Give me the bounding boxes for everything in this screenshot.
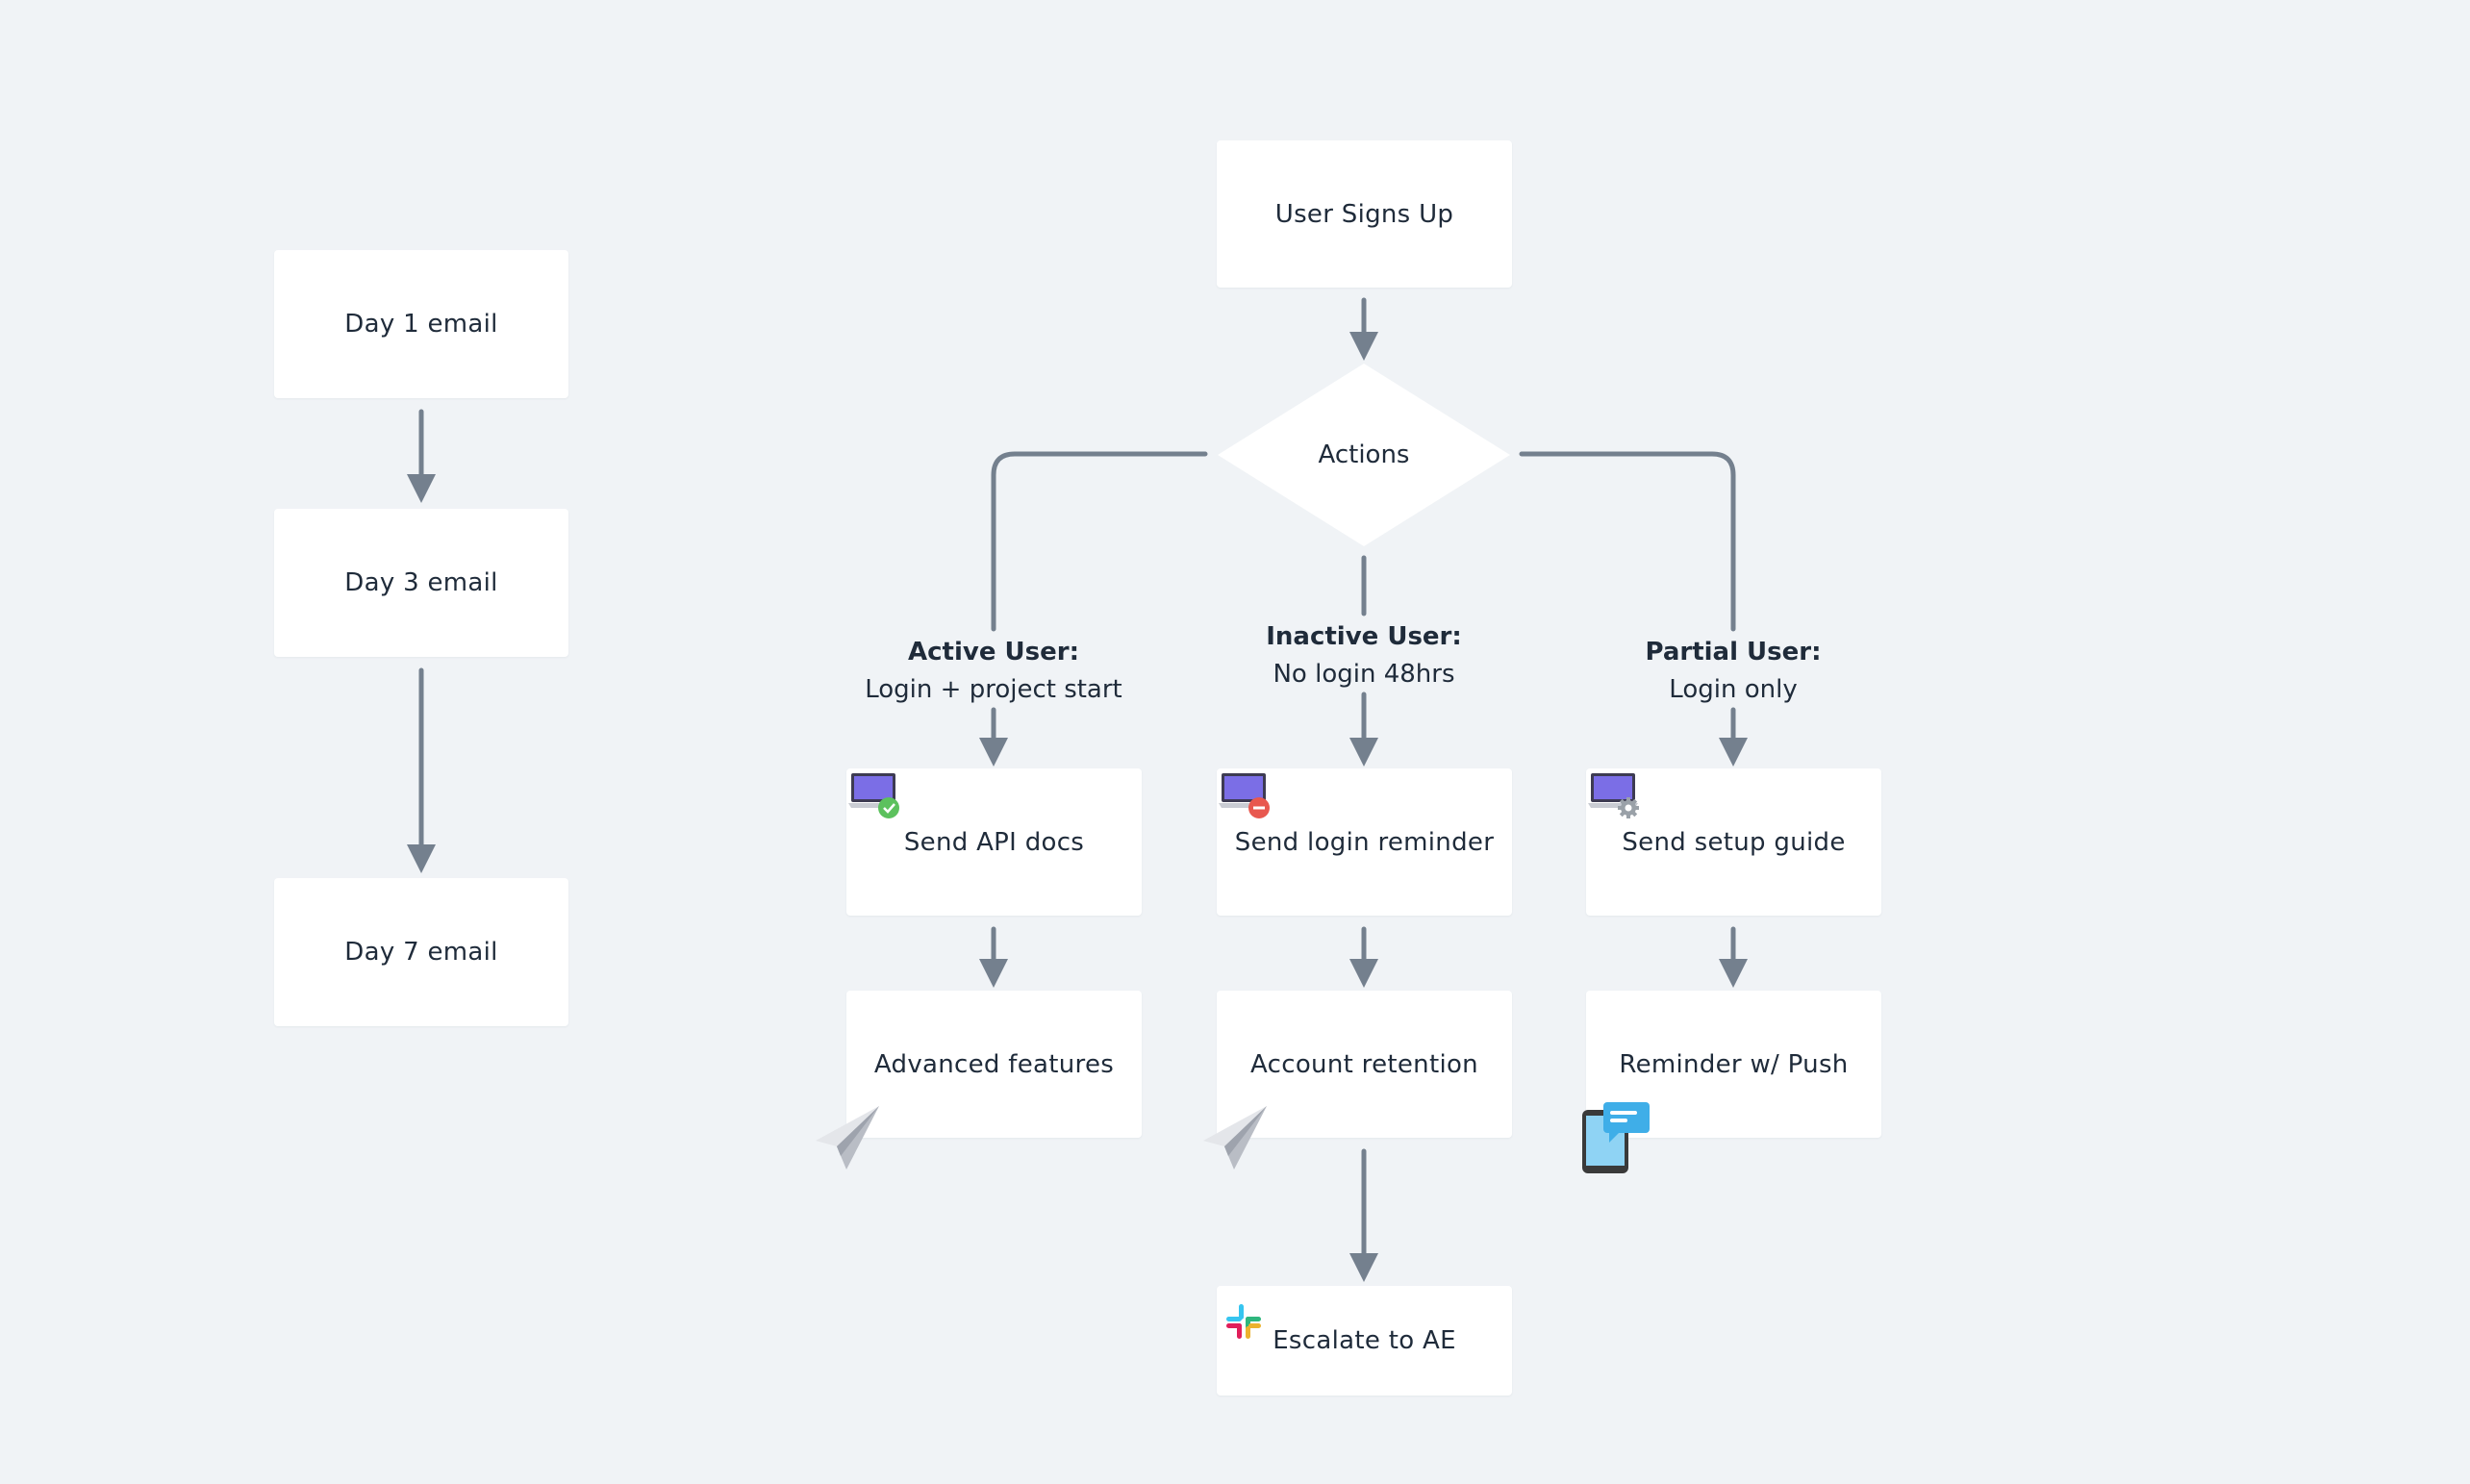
account-retention-node[interactable]: Account retention xyxy=(1217,991,1512,1138)
day1-email-label: Day 1 email xyxy=(344,310,498,339)
day7-email-node[interactable]: Day 7 email xyxy=(274,878,568,1026)
phone-chat-icon xyxy=(1582,1102,1650,1173)
send-setup-guide-node[interactable]: Send setup guide xyxy=(1586,768,1881,916)
laptop-check-icon xyxy=(848,773,899,818)
send-api-docs-label: Send API docs xyxy=(903,827,1085,857)
line-actions-to-partial xyxy=(1519,451,1736,632)
laptop-minus-icon xyxy=(1219,773,1270,818)
escalate-to-ae-node[interactable]: Escalate to AE xyxy=(1217,1286,1512,1396)
advanced-features-label: Advanced features xyxy=(873,1049,1115,1079)
active-user-title: Active User: xyxy=(908,638,1079,667)
paper-plane-icon xyxy=(1203,1106,1267,1170)
send-login-reminder-node[interactable]: Send login reminder xyxy=(1217,768,1512,916)
send-login-reminder-label: Send login reminder xyxy=(1234,827,1495,857)
inactive-user-branch-label: Inactive User: No login 48hrs xyxy=(1220,618,1508,693)
partial-user-title: Partial User: xyxy=(1645,638,1822,667)
actions-label: Actions xyxy=(1318,440,1410,469)
partial-user-branch-label: Partial User: Login only xyxy=(1589,634,1878,709)
active-user-subtitle: Login + project start xyxy=(865,675,1122,704)
actions-decision-node[interactable]: Actions xyxy=(1216,362,1512,548)
slack-icon xyxy=(1226,1304,1261,1339)
send-setup-guide-label: Send setup guide xyxy=(1622,827,1846,857)
inactive-user-subtitle: No login 48hrs xyxy=(1273,660,1455,689)
inactive-user-title: Inactive User: xyxy=(1266,622,1462,651)
account-retention-label: Account retention xyxy=(1250,1049,1478,1079)
send-api-docs-node[interactable]: Send API docs xyxy=(846,768,1142,916)
reminder-push-label: Reminder w/ Push xyxy=(1619,1049,1849,1079)
active-user-branch-label: Active User: Login + project start xyxy=(849,634,1138,709)
user-signs-up-label: User Signs Up xyxy=(1274,199,1454,229)
laptop-gear-icon xyxy=(1588,773,1639,818)
line-actions-to-active xyxy=(991,451,1208,632)
paper-plane-icon xyxy=(816,1106,879,1170)
partial-user-subtitle: Login only xyxy=(1669,675,1798,704)
user-signs-up-node[interactable]: User Signs Up xyxy=(1217,140,1512,288)
day3-email-node[interactable]: Day 3 email xyxy=(274,509,568,657)
advanced-features-node[interactable]: Advanced features xyxy=(846,991,1142,1138)
day3-email-label: Day 3 email xyxy=(344,568,498,597)
decision-diamond-shape xyxy=(1218,364,1510,546)
day1-email-node[interactable]: Day 1 email xyxy=(274,250,568,398)
escalate-to-ae-label: Escalate to AE xyxy=(1273,1326,1456,1355)
day7-email-label: Day 7 email xyxy=(344,938,498,967)
